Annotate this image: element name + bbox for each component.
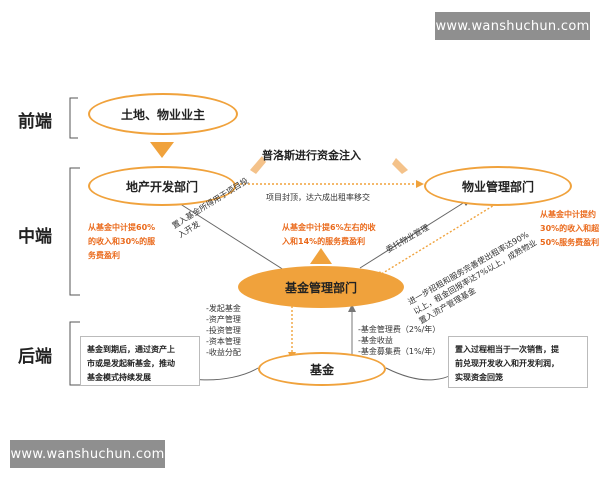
duty-item: -资本管理 (206, 337, 241, 346)
arrowhead-dev-to-pm (416, 180, 424, 188)
node-landlord: 土地、物业业主 (88, 93, 238, 135)
box-line: 市或是发起新基金，推动 (87, 359, 175, 368)
node-fund: 基金 (258, 352, 386, 386)
note-line: 50%服务费盈利 (540, 238, 600, 247)
note-developer-income: 从基金中计提60% 的收入和30%的服 务费盈利 (88, 221, 155, 263)
box-line: 基金到期后，通过资产上 (87, 345, 175, 354)
tier-front-label: 前端 (18, 112, 52, 132)
bracket-front (69, 97, 78, 139)
note-line: 务费盈利 (88, 251, 120, 260)
duty-item: -资产管理 (206, 315, 241, 324)
line-fundmgmt-to-pm (359, 199, 469, 269)
label-dev-to-pm: 项目封顶，达六成出租率移交 (266, 193, 370, 202)
box-placement: 置入过程相当于一次销售，提 前兑现开发收入和开发利润， 实现资金回笼 (448, 336, 588, 388)
note-line: 入和14%的服务费盈利 (282, 237, 366, 246)
note-line: 从基金中计提6%左右的收 (282, 223, 376, 232)
box-line: 实现资金回笼 (455, 373, 503, 382)
note-fund-mgmt-income: 从基金中计提6%左右的收 入和14%的服务费盈利 (282, 221, 376, 249)
watermark-top: www.wanshuchun.com (435, 12, 590, 40)
box-line: 置入过程相当于一次销售，提 (455, 345, 559, 354)
box-fund-expiry: 基金到期后，通过资产上 市或是发起新基金，推动 基金模式持续发展 (80, 336, 200, 386)
bracket-middle (69, 167, 80, 296)
node-fund-label: 基金 (309, 362, 334, 377)
bracket-back (69, 321, 80, 386)
watermark-bottom: www.wanshuchun.com (10, 440, 165, 468)
node-landlord-label: 土地、物业业主 (120, 107, 205, 122)
node-fund-mgmt: 基金管理部门 (238, 266, 404, 308)
note-line: 30%的收入和超 (540, 224, 600, 233)
fee-item: -基金收益 (358, 336, 393, 345)
node-developer: 地产开发部门 (88, 166, 236, 206)
arrow-capital-right (392, 158, 408, 174)
node-property-mgmt-label: 物业管理部门 (461, 179, 534, 194)
arrowhead-fund-to-fundmgmt (348, 304, 356, 312)
box-line: 前兑现开发收入和开发利润， (455, 359, 559, 368)
arrow-capital-left (250, 156, 266, 174)
fee-item: -基金管理费（2%/年） (358, 325, 441, 334)
fee-item: -基金募集费（1%/年） (358, 347, 441, 356)
duty-item: -发起基金 (206, 304, 241, 313)
node-developer-label: 地产开发部门 (125, 179, 198, 194)
duty-item: -收益分配 (206, 348, 241, 357)
arrow-landlord-down (150, 142, 174, 158)
tier-back-label: 后端 (18, 347, 52, 367)
node-property-mgmt: 物业管理部门 (424, 166, 572, 206)
node-fund-mgmt-label: 基金管理部门 (284, 280, 357, 295)
duty-item: -投资管理 (206, 326, 241, 335)
label-fees: -基金管理费（2%/年） -基金收益 -基金募集费（1%/年） (358, 324, 440, 357)
tier-middle-label: 中端 (18, 227, 52, 247)
label-mgmt-duties: -发起基金 -资产管理 -投资管理 -资本管理 -收益分配 (206, 303, 241, 358)
note-line: 从基金中计提60% (88, 223, 156, 232)
note-line: 从基金中计提约 (540, 210, 596, 219)
arrow-fundmgmt-up (310, 248, 332, 264)
box-line: 基金模式持续发展 (87, 373, 151, 382)
note-line: 的收入和30%的服 (88, 237, 156, 246)
line-fundmgmt-to-dev (173, 199, 285, 271)
line-pm-to-fundmgmt (377, 203, 497, 277)
note-pm-income: 从基金中计提约 30%的收入和超 50%服务费盈利 (540, 208, 599, 250)
label-capital-injection: 普洛斯进行资金注入 (262, 149, 361, 162)
